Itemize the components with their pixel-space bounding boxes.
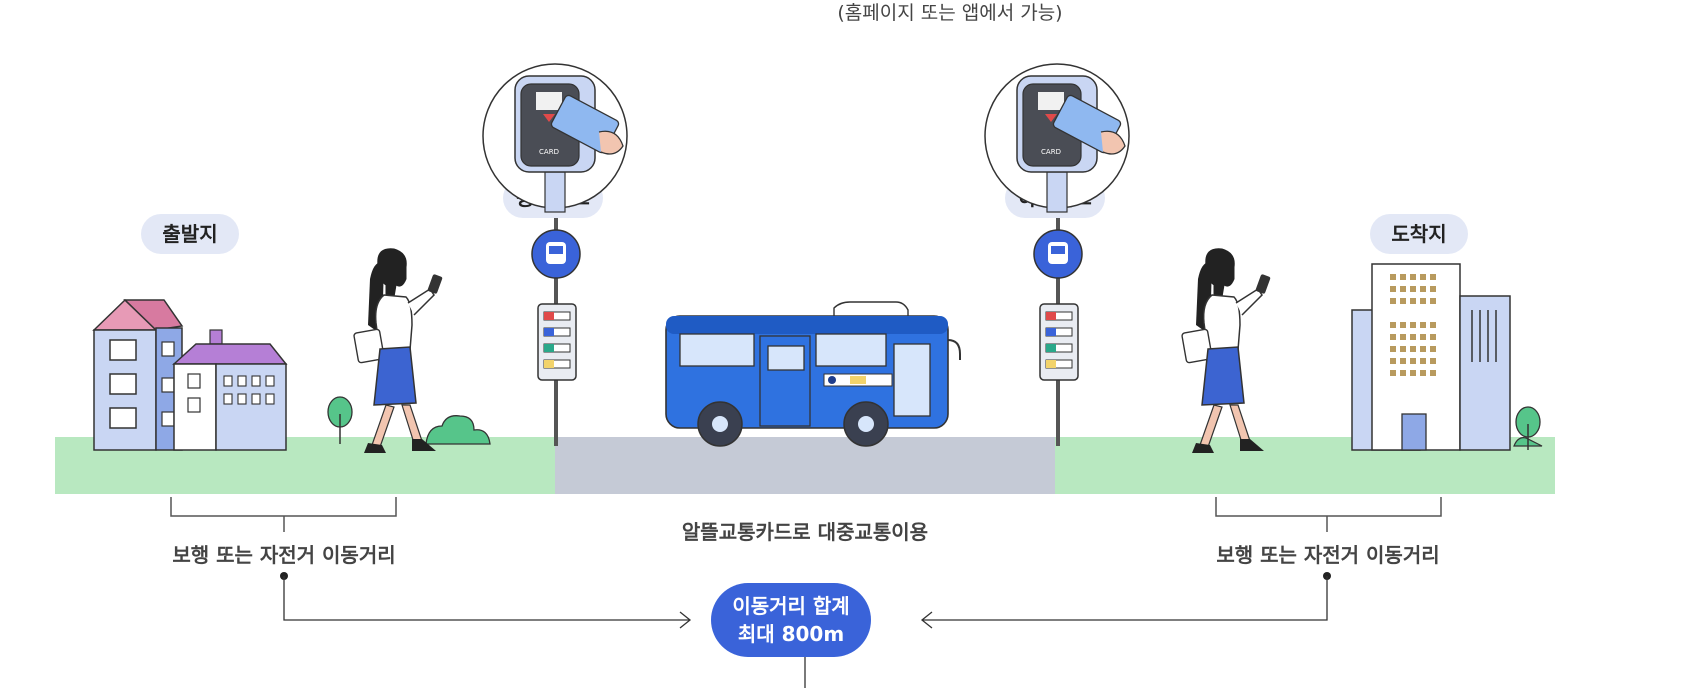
bus-stop-sign-2 (1033, 218, 1083, 446)
note-text: (홈페이지 또는 앱에서 가능) (837, 2, 1063, 24)
right-distance-caption: 보행 또는 자전거 이동거리 (1216, 543, 1440, 567)
departure-label: 출발지 (141, 214, 239, 254)
tree-icon (327, 396, 353, 444)
arrival-buildings-illustration (1351, 263, 1511, 451)
bus-illustration (665, 301, 961, 447)
total-distance-title: 이동거리 합계 (732, 594, 850, 618)
card-label: CARD (539, 148, 559, 156)
road (555, 437, 1055, 494)
walking-woman-illustration-2 (1181, 248, 1271, 453)
card-reader-icon-2: CARD (984, 63, 1130, 213)
card-reader-icon: CARD (482, 63, 628, 213)
bus-stop-sign (531, 218, 581, 446)
tree-icon-2 (1513, 406, 1543, 450)
bush-icon (425, 415, 491, 445)
walking-woman-illustration (353, 248, 443, 453)
total-distance-badge: 이동거리 합계 최대 800m (711, 583, 871, 657)
card-label-2: CARD (1041, 148, 1061, 156)
left-distance-caption: 보행 또는 자전거 이동거리 (172, 543, 396, 567)
transit-caption: 알뜰교통카드로 대중교통이용 (681, 520, 929, 544)
departure-houses-illustration (92, 298, 288, 451)
total-distance-value: 최대 800m (737, 622, 845, 646)
arrival-label: 도착지 (1370, 214, 1468, 254)
